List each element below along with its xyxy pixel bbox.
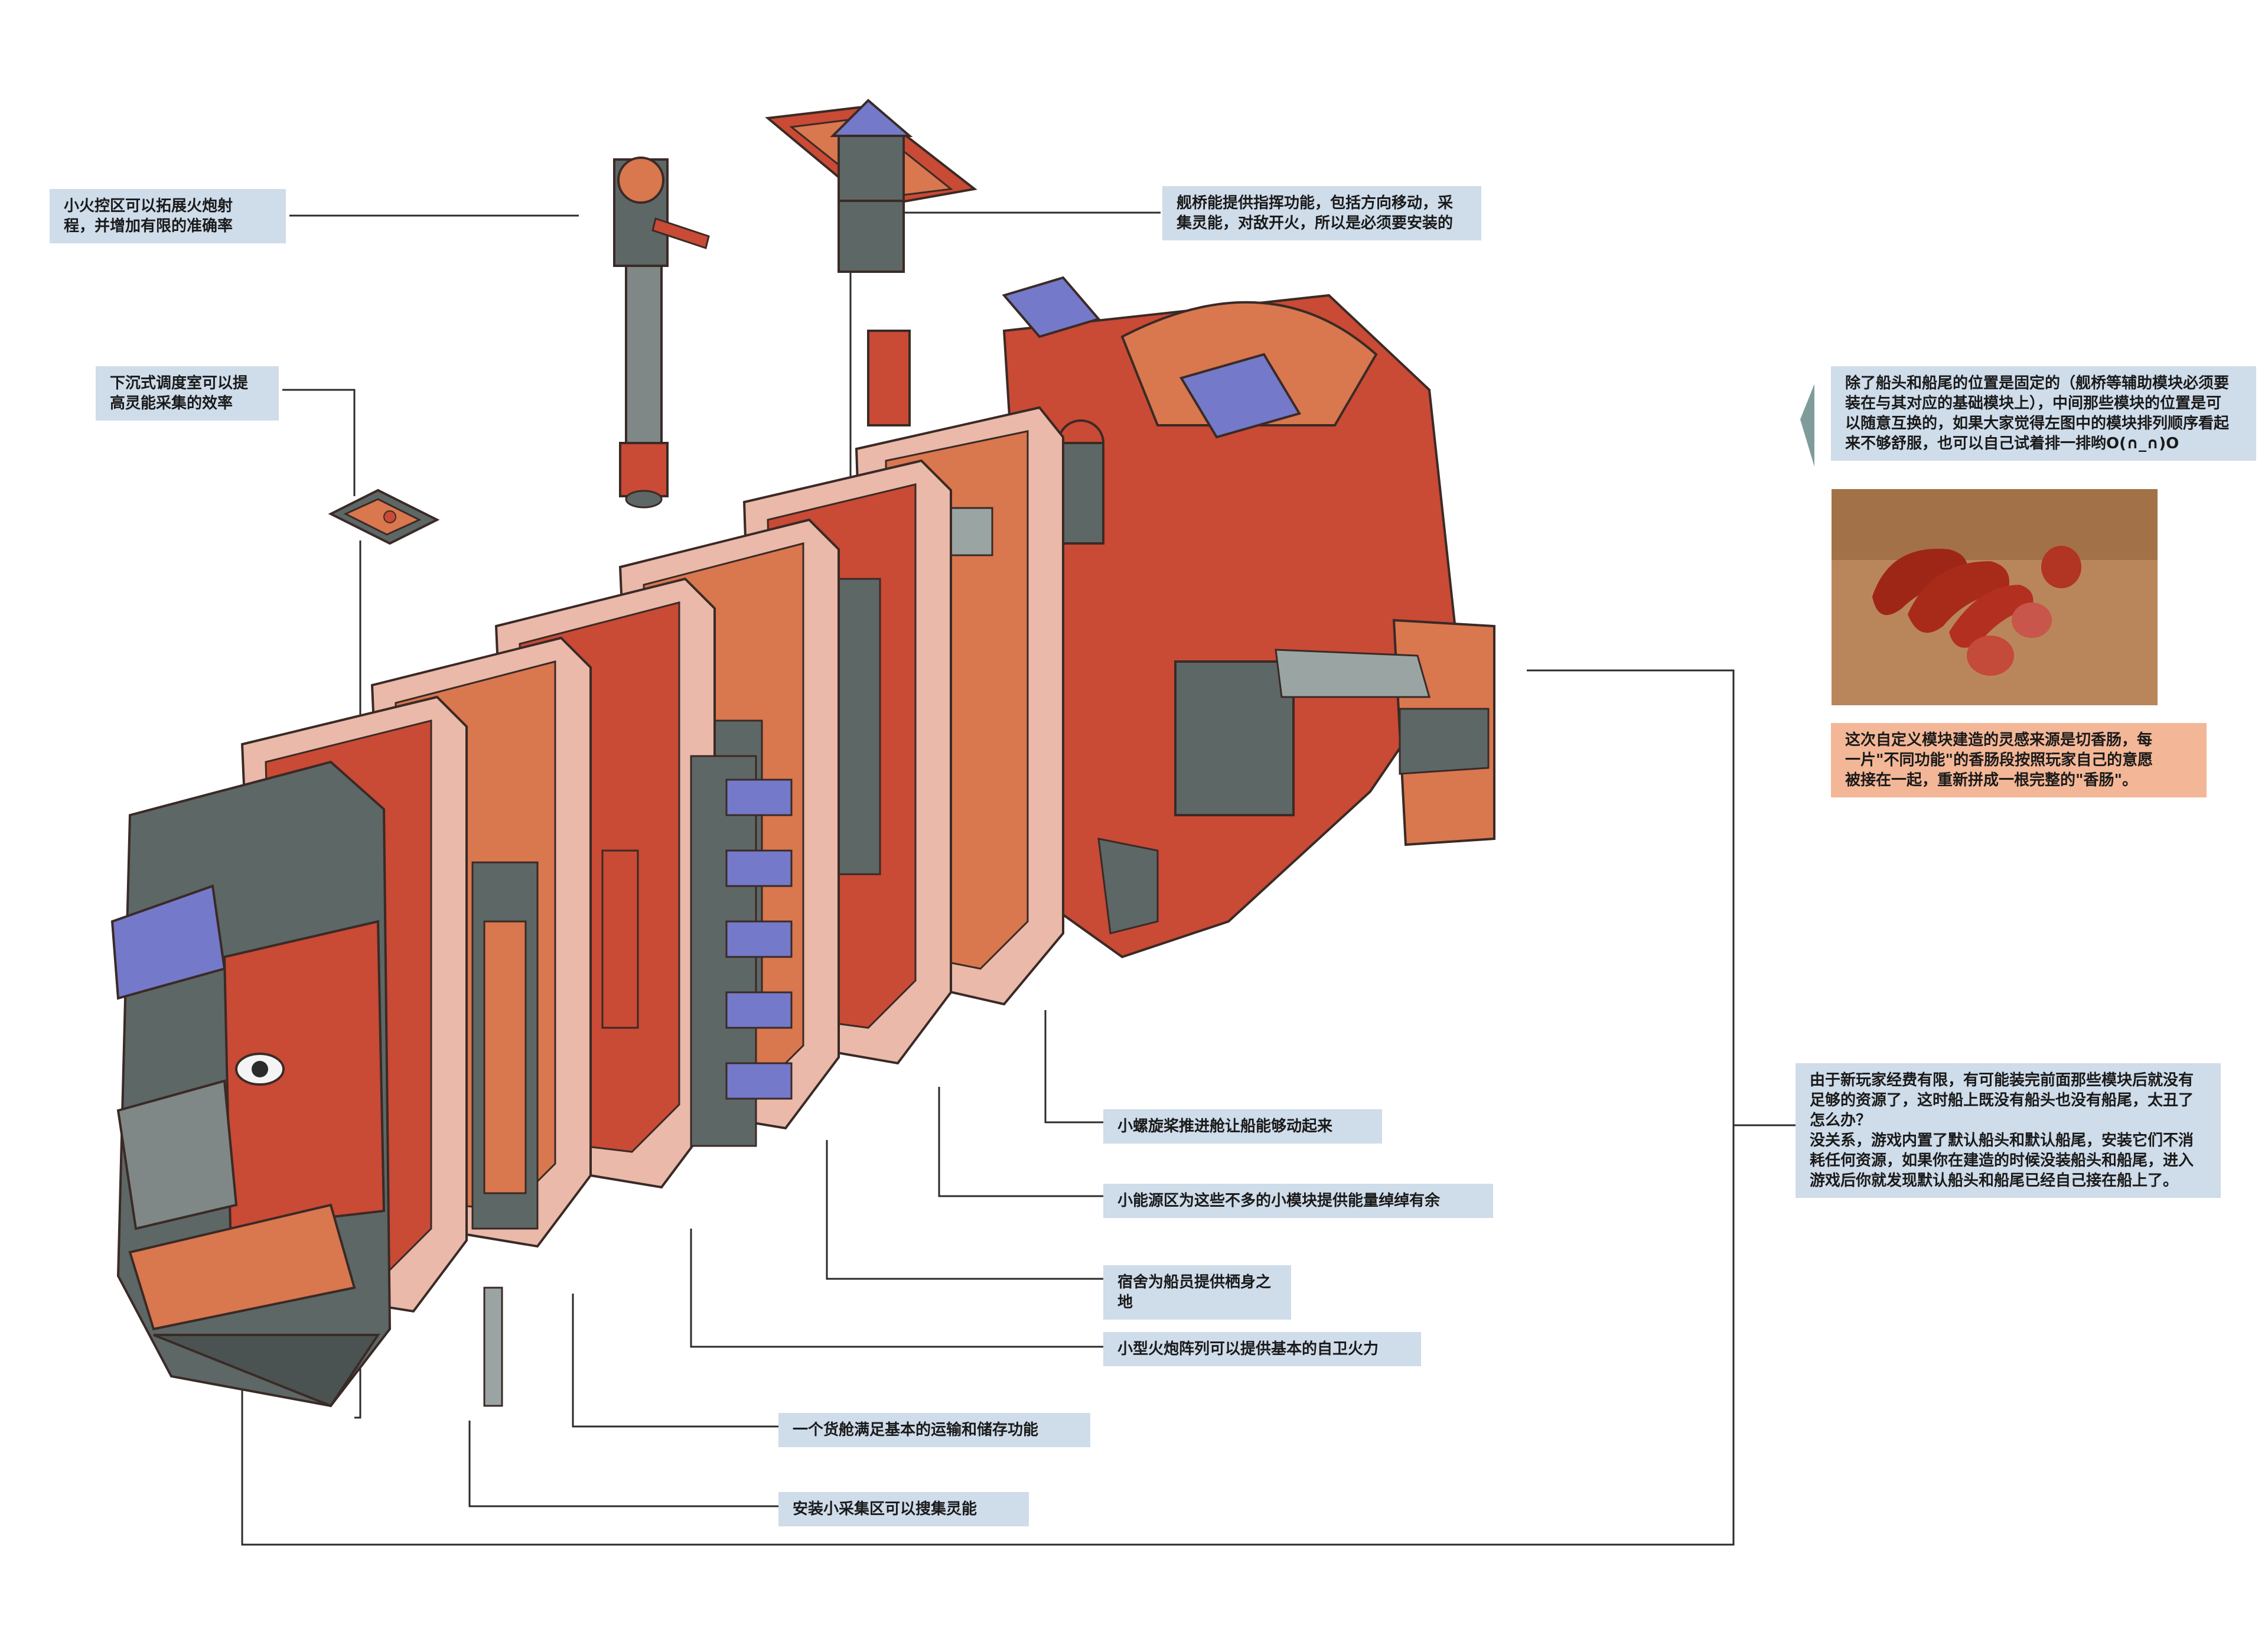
label-fire-control: 小火控区可以拓展火炮射 程，并增加有限的准确率: [50, 189, 286, 243]
label-cannons: 小型火炮阵列可以提供基本的自卫火力: [1103, 1332, 1421, 1366]
label-propeller: 小螺旋桨推进舱让船能够动起来: [1103, 1109, 1382, 1144]
label-dormitory: 宿舍为船员提供栖身之地: [1103, 1265, 1291, 1320]
label-collector: 安装小采集区可以搜集灵能: [778, 1492, 1029, 1526]
sausage-photo: [1832, 489, 2158, 705]
stern-module: [867, 276, 1495, 959]
label-energy: 小能源区为这些不多的小模块提供能量绰绰有余: [1103, 1184, 1493, 1218]
label-cargo: 一个货舱满足基本的运输和储存功能: [778, 1413, 1090, 1447]
modules-note: 除了船头和船尾的位置是固定的（舰桥等辅助模块必须要 装在与其对应的基础模块上），…: [1831, 366, 2256, 461]
dispatch-room-module: [328, 488, 440, 545]
fire-control-tower: [613, 157, 710, 509]
default-bow-stern-note: 由于新玩家经费有限，有可能装完前面那些模块后就没有 足够的资源了，这时船上既没有…: [1795, 1063, 2221, 1198]
sausage-pointer-arrow: [1800, 384, 1814, 467]
bow-module: [110, 760, 392, 1408]
sausage-note: 这次自定义模块建造的灵感来源是切香肠，每 一片"不同功能"的香肠段按照玩家自己的…: [1831, 723, 2207, 797]
bridge-module: [765, 99, 977, 273]
ship-modules: [110, 276, 1495, 1408]
label-sunken-dispatch: 下沉式调度室可以提 高灵能采集的效率: [96, 366, 279, 421]
label-bridge: 舰桥能提供指挥功能，包括方向移动，采 集灵能，对敌开火，所以是必须要安装的: [1162, 186, 1481, 240]
